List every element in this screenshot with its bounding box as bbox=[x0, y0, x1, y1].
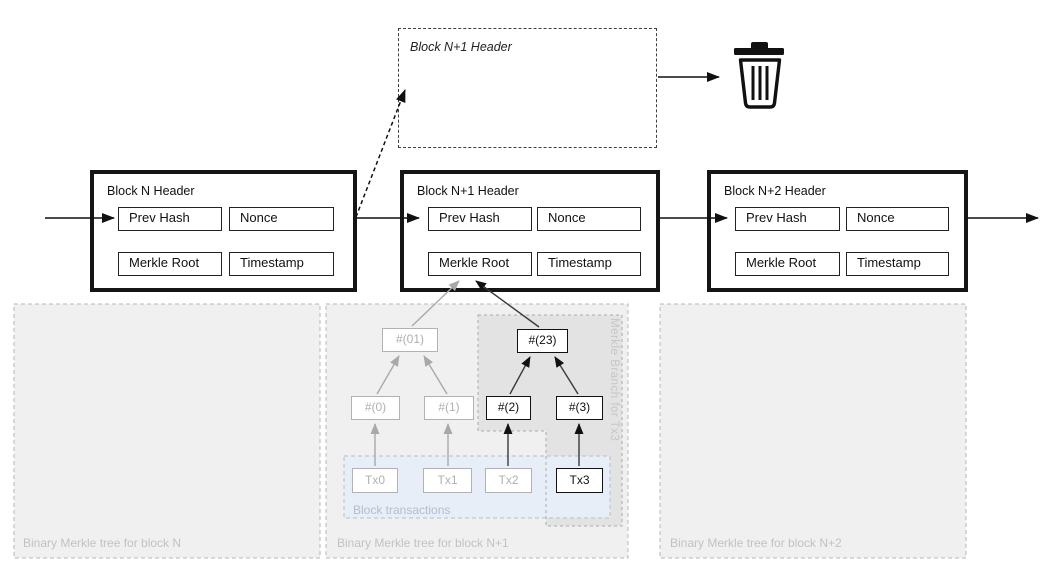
tx-node-tx1: Tx1 bbox=[423, 468, 472, 493]
tx-node-tx0: Tx0 bbox=[352, 468, 398, 493]
merkle-node-h01: #(01) bbox=[382, 328, 438, 352]
merkle-node-h0: #(0) bbox=[351, 396, 400, 420]
merkle-node-h2: #(2) bbox=[486, 396, 531, 420]
block-n1-timestamp-field: Timestamp bbox=[537, 252, 641, 276]
ghost-block-header-box: Block N+1 Header bbox=[398, 28, 657, 148]
region-label-block-n2: Binary Merkle tree for block N+2 bbox=[670, 536, 842, 550]
block-n2-merkle-root-field: Merkle Root bbox=[735, 252, 840, 276]
block-n-prev-hash-field: Prev Hash bbox=[118, 207, 222, 231]
ghost-block-header-label: Block N+1 Header bbox=[410, 40, 512, 54]
merkle-branch-label: Merkle Branch for Tx3 bbox=[608, 318, 620, 442]
block-n-header: Block N Header Prev Hash Nonce Merkle Ro… bbox=[90, 170, 357, 292]
block-n2-header-title: Block N+2 Header bbox=[724, 184, 826, 198]
region-label-block-n: Binary Merkle tree for block N bbox=[23, 536, 182, 550]
region-label-block-n1: Binary Merkle tree for block N+1 bbox=[337, 536, 509, 550]
block-n1-merkle-root-field: Merkle Root bbox=[428, 252, 532, 276]
tx-node-tx2: Tx2 bbox=[485, 468, 532, 493]
block-n2-header: Block N+2 Header Prev Hash Nonce Merkle … bbox=[707, 170, 968, 292]
merkle-node-h1: #(1) bbox=[424, 396, 474, 420]
tx-node-tx3: Tx3 bbox=[556, 468, 603, 493]
block-n2-prev-hash-field: Prev Hash bbox=[735, 207, 840, 231]
block-n-timestamp-field: Timestamp bbox=[229, 252, 334, 276]
block-n1-prev-hash-field: Prev Hash bbox=[428, 207, 532, 231]
block-n1-header-title: Block N+1 Header bbox=[417, 184, 519, 198]
block-n-header-title: Block N Header bbox=[107, 184, 195, 198]
block-transactions-label: Block transactions bbox=[353, 503, 451, 517]
merkle-tree-region-block-n bbox=[13, 303, 321, 559]
block-n1-nonce-field: Nonce bbox=[537, 207, 641, 231]
block-n1-header: Block N+1 Header Prev Hash Nonce Merkle … bbox=[400, 170, 660, 292]
block-n-merkle-root-field: Merkle Root bbox=[118, 252, 222, 276]
block-n-nonce-field: Nonce bbox=[229, 207, 334, 231]
merkle-tree-region-block-n2 bbox=[659, 303, 967, 559]
merkle-branch-region-outline bbox=[477, 314, 623, 527]
merkle-node-h23: #(23) bbox=[517, 329, 568, 353]
block-n2-timestamp-field: Timestamp bbox=[846, 252, 949, 276]
merkle-node-h3: #(3) bbox=[556, 396, 603, 420]
block-n2-nonce-field: Nonce bbox=[846, 207, 949, 231]
